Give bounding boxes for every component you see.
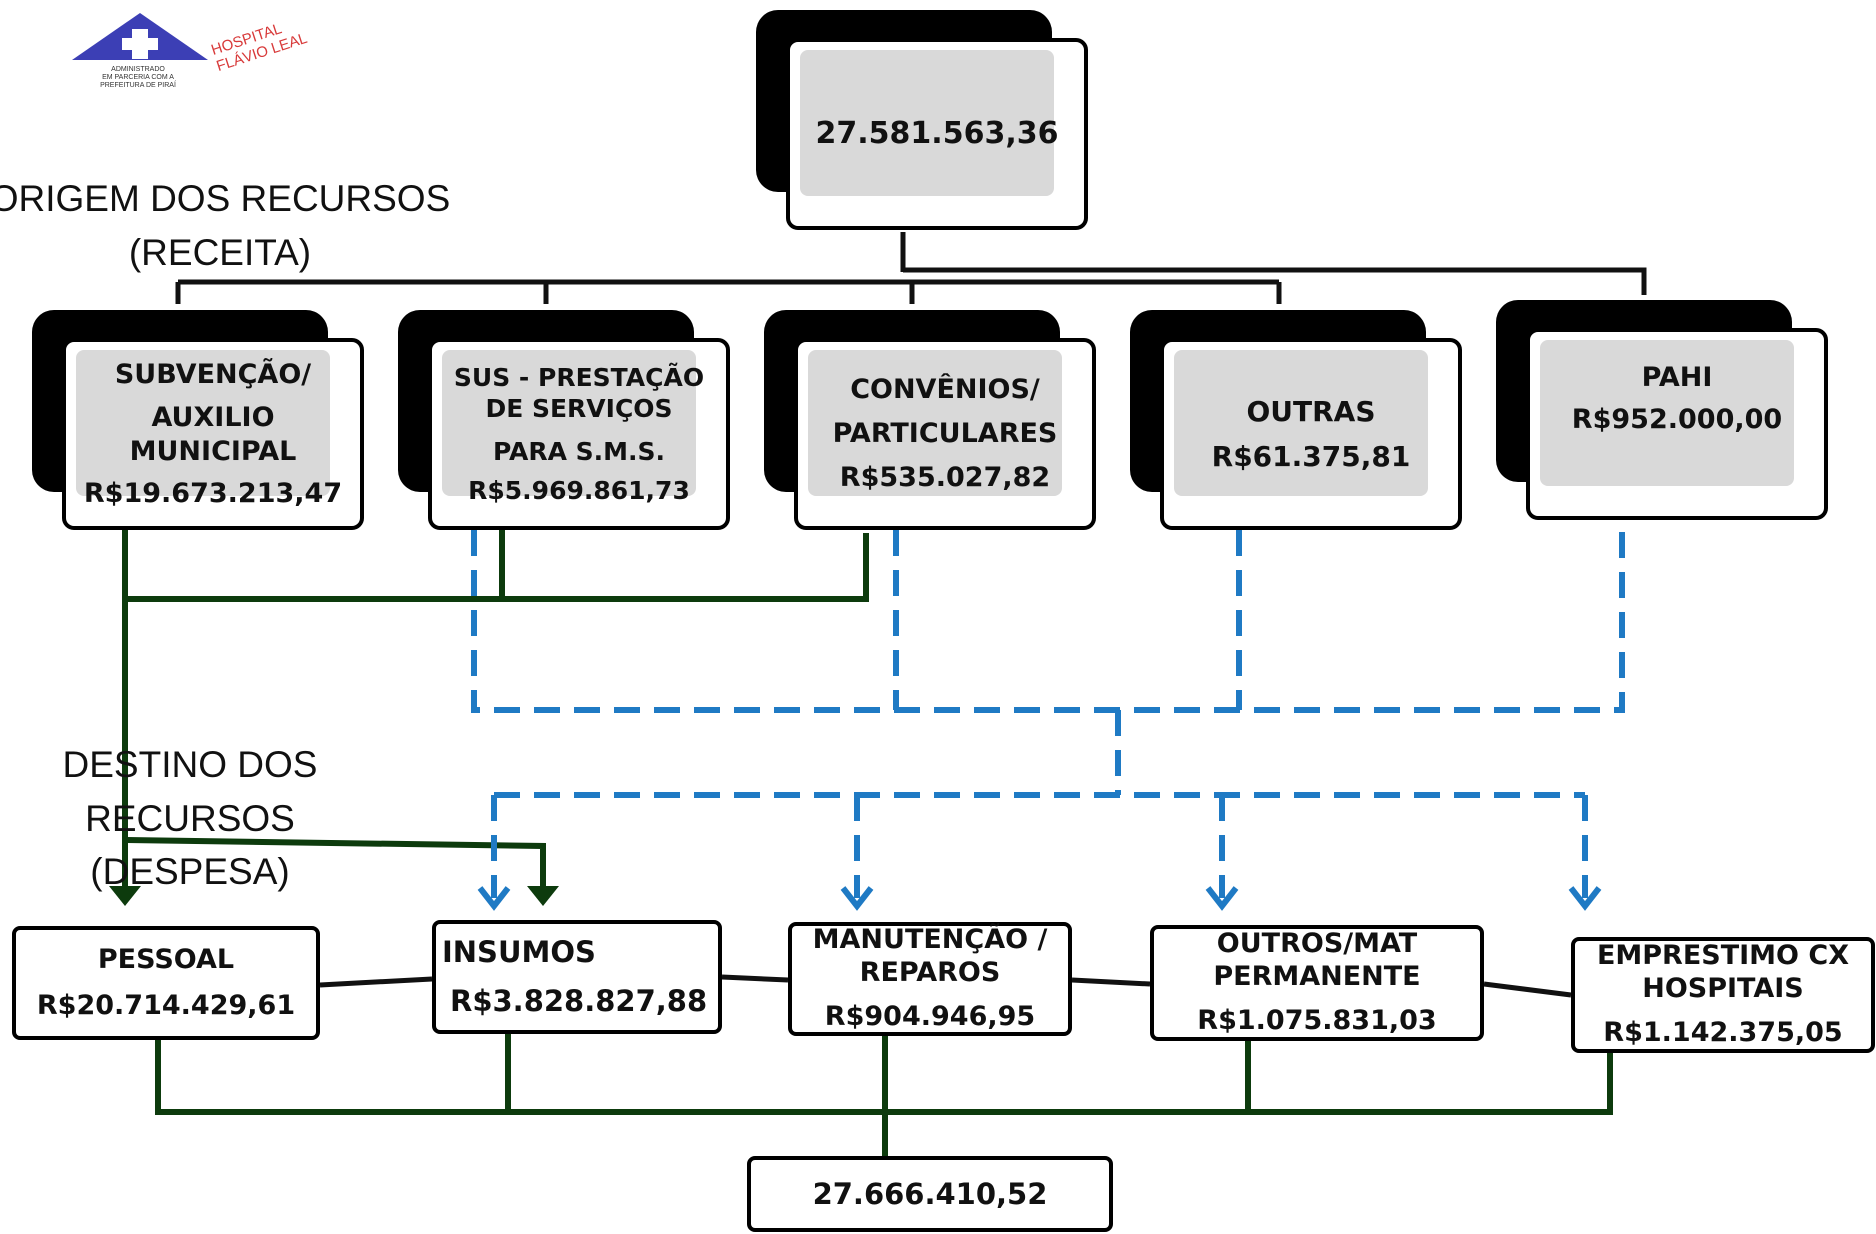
source-outras-box: OUTRAS R$61.375,81 — [1160, 338, 1462, 530]
expense-label-line: REPAROS — [859, 956, 1001, 988]
expense-value: R$1.142.375,05 — [1603, 1017, 1843, 1049]
source-label-line: SUS - PRESTAÇÃO — [453, 362, 705, 392]
top-total-box: 27.581.563,36 — [786, 38, 1088, 230]
destination-heading-line1: DESTINO DOS — [62, 744, 318, 785]
source-subvencao-box: SUBVENÇÃO/ AUXILIO MUNICIPAL R$19.673.21… — [62, 338, 364, 530]
expense-value: R$904.946,95 — [824, 1001, 1036, 1033]
expense-label-line: MANUTENÇÃO / — [812, 924, 1048, 956]
blue-arrowheads — [477, 886, 1602, 911]
origin-heading: ORIGEM DOS RECURSOS (RECEITA) — [0, 172, 460, 279]
source-fill — [1540, 340, 1794, 486]
expense-value: R$1.075.831,03 — [1197, 1005, 1437, 1037]
arrow-down-icon — [477, 886, 511, 911]
source-fill — [808, 350, 1062, 496]
expense-insumos-box: INSUMOS R$3.828.827,88 — [432, 920, 722, 1034]
source-value: R$952.000,00 — [1571, 404, 1783, 435]
source-value: R$61.375,81 — [1211, 440, 1411, 473]
green-gather — [155, 1034, 1613, 1156]
source-label-line: PAHI — [1641, 362, 1713, 394]
source-sus-box: SUS - PRESTAÇÃO DE SERVIÇOS PARA S.M.S. … — [428, 338, 730, 530]
source-pahi-box: PAHI R$952.000,00 — [1526, 328, 1828, 520]
expense-value: R$3.828.827,88 — [450, 984, 708, 1018]
arrow-down-icon — [840, 886, 874, 911]
source-label-line: SUBVENÇÃO/ — [114, 358, 312, 390]
expense-emprestimo-box: EMPRESTIMO CX HOSPITAIS R$1.142.375,05 — [1571, 937, 1875, 1053]
logo-tagline-1: ADMINISTRADO — [111, 66, 165, 73]
hospital-logo: HOSPITAL FLÁVIO LEAL ADMINISTRADO EM PAR… — [60, 5, 360, 105]
logo-tagline-2: EM PARCERIA COM A — [102, 74, 174, 81]
source-value: R$535.027,82 — [839, 461, 1051, 493]
source-value: R$5.969.861,73 — [468, 476, 690, 506]
destination-heading: DESTINO DOS RECURSOS (DESPESA) — [30, 738, 350, 899]
destination-heading-line2: RECURSOS — [85, 797, 295, 839]
bottom-total-box: 27.666.410,52 — [747, 1156, 1113, 1232]
logo-emblem: HOSPITAL FLÁVIO LEAL ADMINISTRADO EM PAR… — [72, 13, 309, 89]
source-value: R$19.673.213,47 — [83, 477, 343, 509]
top-total-value: 27.581.563,36 — [815, 116, 1059, 152]
expense-pessoal-box: PESSOAL R$20.714.429,61 — [12, 926, 320, 1040]
destination-heading-line3: (DESPESA) — [90, 851, 290, 893]
blue-flow — [471, 530, 1625, 898]
source-fill — [442, 350, 696, 496]
expense-value: R$20.714.429,61 — [36, 990, 296, 1021]
expense-label-line: PESSOAL — [97, 943, 235, 975]
expense-label-line: INSUMOS — [442, 935, 596, 970]
arrow-down-icon — [1205, 886, 1239, 911]
expense-outros-box: OUTROS/MAT PERMANENTE R$1.075.831,03 — [1150, 925, 1484, 1041]
source-label-line: PARA S.M.S. — [492, 437, 666, 466]
source-fill — [1174, 350, 1428, 496]
source-label-line: MUNICIPAL — [129, 436, 297, 467]
bottom-total-value: 27.666.410,52 — [812, 1176, 1048, 1211]
expense-label-line: HOSPITAIS — [1642, 972, 1804, 1004]
origin-heading-line2: (RECEITA) — [128, 231, 312, 273]
logo-tagline-3: PREFEITURA DE PIRAÍ — [100, 80, 176, 89]
expense-manutencao-box: MANUTENÇÃO / REPAROS R$904.946,95 — [788, 922, 1072, 1036]
expense-label-line: EMPRESTIMO CX — [1596, 940, 1850, 972]
arrow-down-icon — [1568, 886, 1602, 911]
expense-label-line: PERMANENTE — [1213, 960, 1421, 992]
origin-heading-line1: ORIGEM DOS RECURSOS — [0, 178, 451, 219]
source-label-line: OUTRAS — [1246, 395, 1376, 428]
source-label-line: PARTICULARES — [832, 418, 1058, 450]
source-label-line: CONVÊNIOS/ — [850, 374, 1040, 406]
source-fill — [76, 350, 330, 496]
expense-label-line: OUTROS/MAT — [1216, 928, 1418, 960]
source-label-line: DE SERVIÇOS — [485, 393, 673, 423]
top-total-fill — [800, 50, 1054, 196]
arrow-down-icon — [527, 886, 559, 906]
source-convenios-box: CONVÊNIOS/ PARTICULARES R$535.027,82 — [794, 338, 1096, 530]
source-label-line: AUXILIO — [151, 402, 275, 434]
